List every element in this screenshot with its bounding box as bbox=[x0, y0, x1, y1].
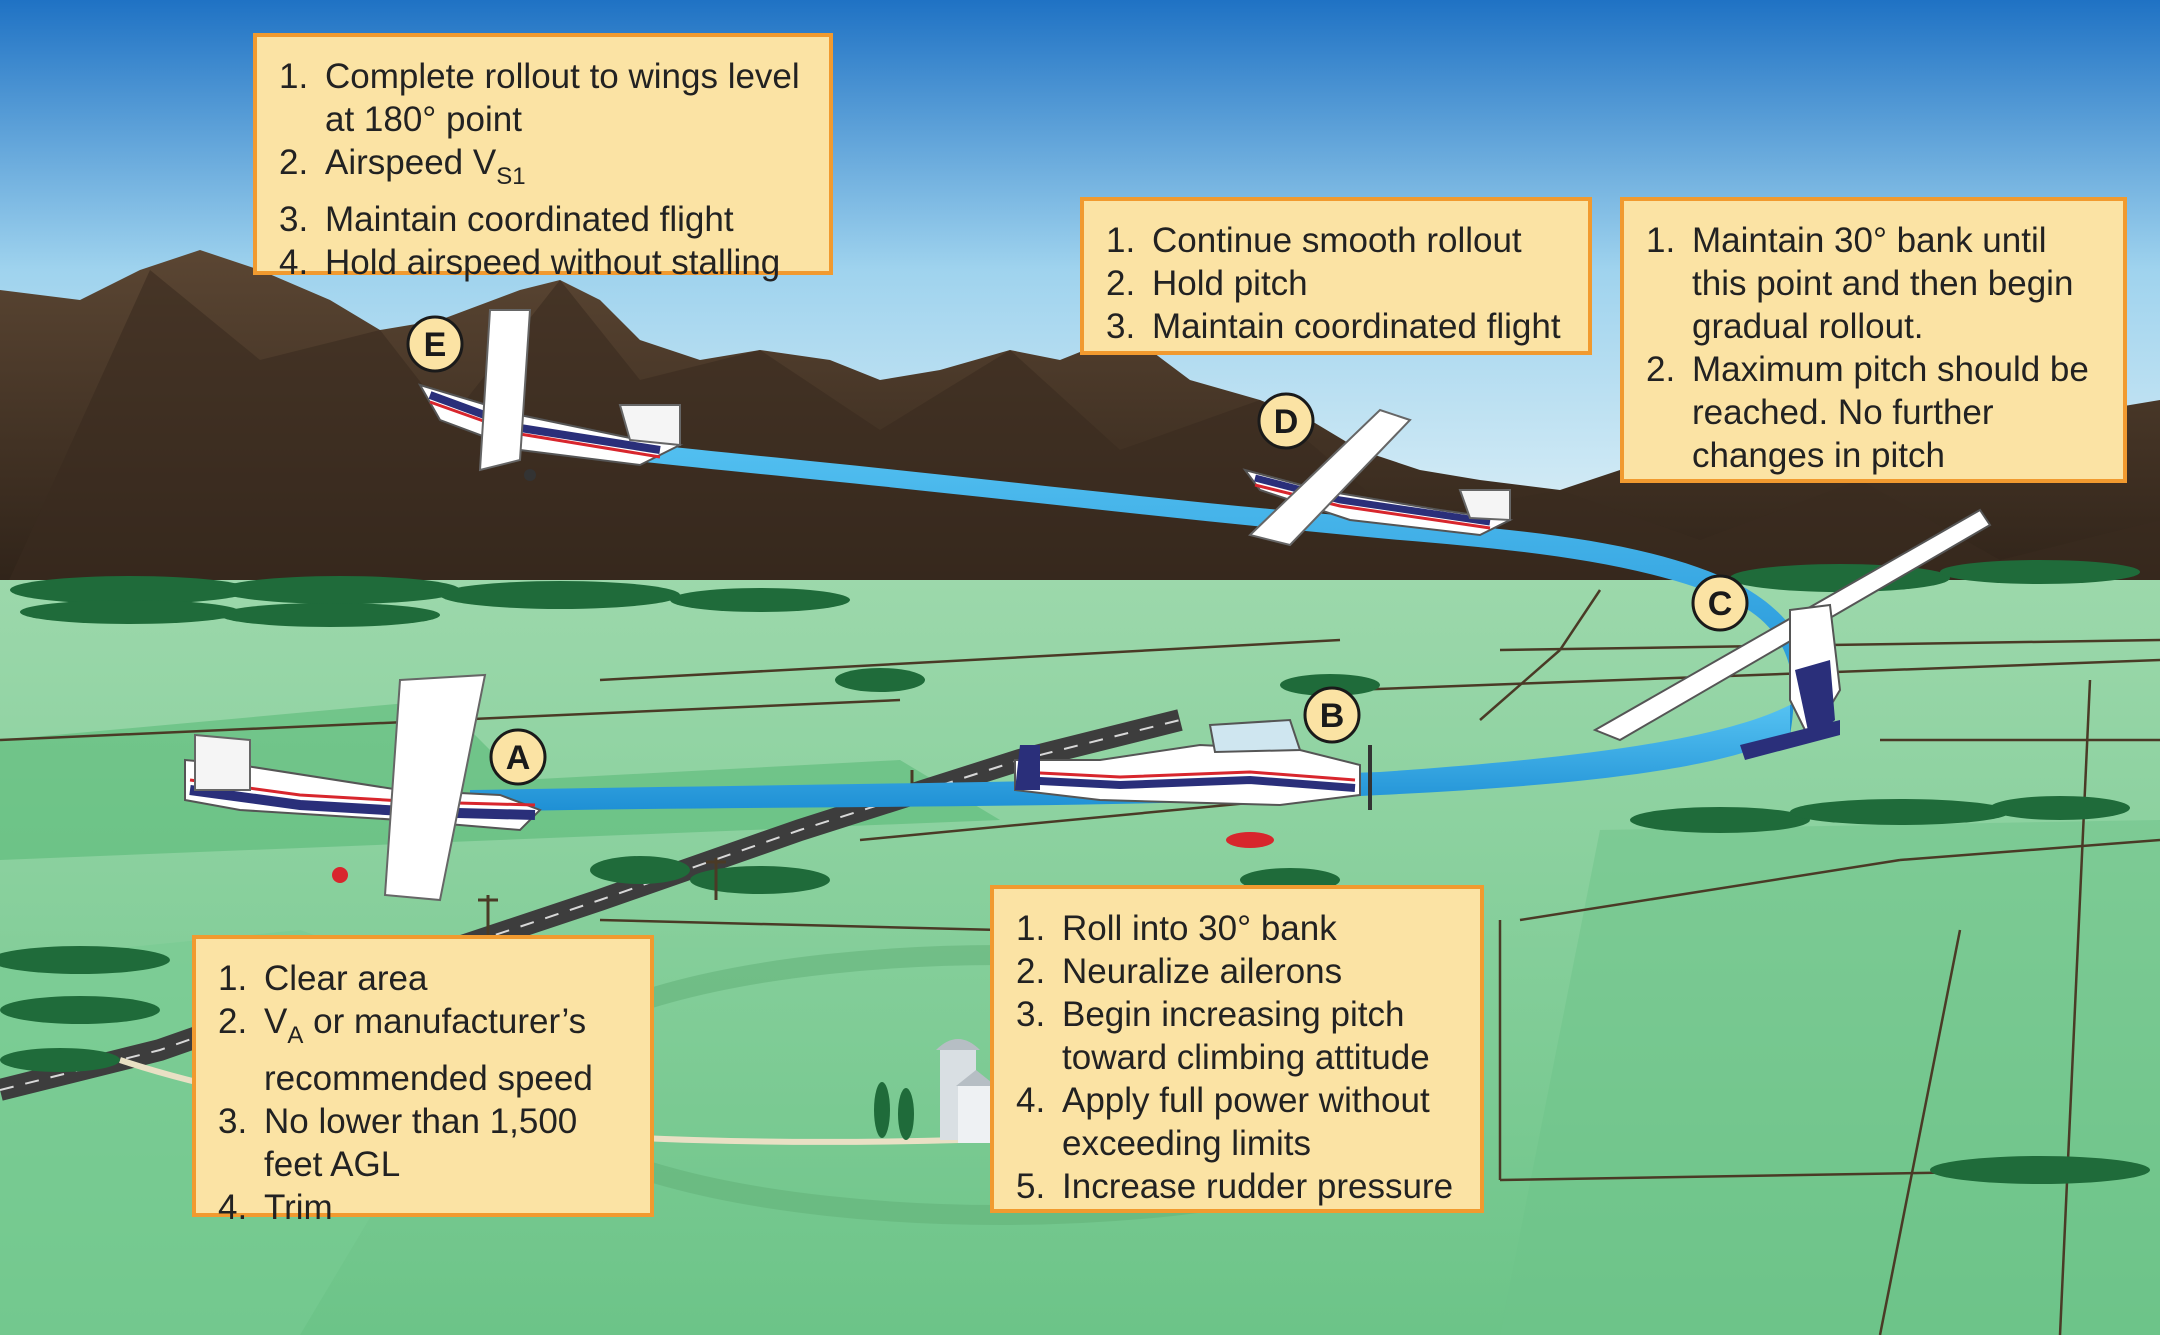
point-label-e: E bbox=[406, 315, 464, 373]
note-b-item: 3.Begin increasing pitch toward climbing… bbox=[1016, 995, 1430, 1077]
aircraft-a bbox=[184, 673, 542, 902]
note-c-list: 1.Maintain 30° bank until this point and… bbox=[1646, 219, 2101, 477]
note-a-item: 4.Trim bbox=[218, 1188, 333, 1227]
point-label-a-text: A bbox=[506, 739, 531, 777]
note-d-list: 1.Continue smooth rollout 2.Hold pitch 3… bbox=[1106, 219, 1566, 348]
note-d-item: 3.Maintain coordinated flight bbox=[1106, 307, 1561, 346]
note-a-list: 1.Clear area 2.VA or manufacturer’s reco… bbox=[218, 957, 628, 1229]
note-e-item: 2.Airspeed VS1 bbox=[279, 143, 526, 190]
note-b-item: 1.Roll into 30° bank bbox=[1016, 909, 1337, 948]
note-e-item: 3.Maintain coordinated flight bbox=[279, 200, 734, 239]
point-label-d-text: D bbox=[1274, 403, 1299, 441]
point-label-c: C bbox=[1691, 574, 1749, 632]
note-a-item: 1.Clear area bbox=[218, 959, 428, 998]
note-d: 1.Continue smooth rollout 2.Hold pitch 3… bbox=[1080, 197, 1592, 355]
note-b-item: 5.Increase rudder pressure bbox=[1016, 1167, 1454, 1206]
field-darker-2 bbox=[1500, 820, 2160, 1335]
point-label-c-text: C bbox=[1708, 585, 1733, 623]
aircraft-c bbox=[1592, 508, 1992, 760]
farm-buildings bbox=[936, 1039, 996, 1143]
flight-path bbox=[470, 705, 1790, 812]
point-label-d: D bbox=[1257, 392, 1315, 450]
note-e-item: 1.Complete rollout to wings level at 180… bbox=[279, 57, 800, 139]
note-b: 1.Roll into 30° bank 2.Neuralize aileron… bbox=[990, 885, 1484, 1213]
note-b-item: 4.Apply full power without exceeding lim… bbox=[1016, 1081, 1430, 1163]
aircraft-d bbox=[1242, 408, 1514, 547]
point-label-e-text: E bbox=[424, 326, 447, 364]
note-a-item: 2.VA or manufacturer’s recommended speed bbox=[218, 1002, 593, 1098]
note-d-item: 1.Continue smooth rollout bbox=[1106, 221, 1522, 260]
aircraft-e bbox=[417, 309, 684, 481]
note-c: 1.Maintain 30° bank until this point and… bbox=[1620, 197, 2127, 483]
note-e-list: 1.Complete rollout to wings level at 180… bbox=[279, 55, 807, 284]
point-label-a: A bbox=[489, 728, 547, 786]
note-a-item: 3.No lower than 1,500 feet AGL bbox=[218, 1102, 578, 1184]
point-label-b: B bbox=[1303, 686, 1361, 744]
note-a: 1.Clear area 2.VA or manufacturer’s reco… bbox=[192, 935, 654, 1227]
flight-path-climb bbox=[530, 430, 1810, 735]
note-e-item: 4.Hold airspeed without stalling bbox=[279, 243, 781, 282]
note-e: 1.Complete rollout to wings level at 180… bbox=[253, 33, 833, 282]
note-c-item: 2.Maximum pitch should be reached. No fu… bbox=[1646, 350, 2089, 475]
note-c-item: 1.Maintain 30° bank until this point and… bbox=[1646, 221, 2074, 346]
point-label-b-text: B bbox=[1320, 697, 1345, 735]
note-b-list: 1.Roll into 30° bank 2.Neuralize aileron… bbox=[1016, 907, 1458, 1208]
aircraft-b bbox=[1014, 718, 1372, 848]
mountain-ridge bbox=[0, 270, 2160, 600]
note-b-item: 2.Neuralize ailerons bbox=[1016, 952, 1343, 991]
tree-lines bbox=[0, 560, 2150, 1184]
note-d-item: 2.Hold pitch bbox=[1106, 264, 1308, 303]
